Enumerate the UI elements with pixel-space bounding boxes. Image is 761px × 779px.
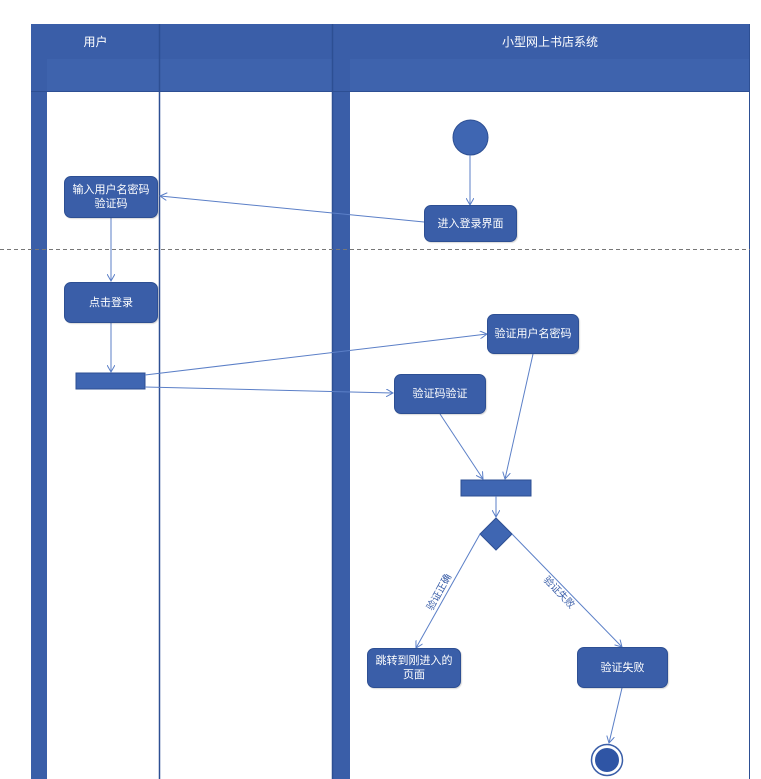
action-label: 验证用户名密码 bbox=[494, 327, 572, 340]
initial-node bbox=[452, 119, 489, 156]
system-lane-bar bbox=[333, 59, 350, 779]
flow-fork-to-verify-user bbox=[144, 334, 487, 376]
decision-node bbox=[479, 517, 513, 551]
swimlane-frame bbox=[31, 24, 750, 779]
action-label: 点击登录 bbox=[89, 295, 133, 309]
lane-title-system: 小型网上书店系统 bbox=[501, 35, 598, 49]
flow-failed-to-final bbox=[609, 687, 623, 743]
flow-decision-failure bbox=[511, 533, 622, 647]
middle-subheader bbox=[160, 59, 332, 92]
system-subheader bbox=[350, 59, 750, 92]
flow-verify-captcha-to-join bbox=[439, 413, 483, 479]
user-lane-bar bbox=[31, 59, 47, 779]
action-label: 进入登录界面 bbox=[437, 216, 504, 230]
control-flows bbox=[111, 155, 622, 743]
join-bar bbox=[460, 479, 532, 497]
action-click-login: 点击登录 bbox=[64, 282, 158, 323]
action-verify-user-password: 验证用户名密码 bbox=[487, 314, 579, 354]
flow-fork-to-verify-captcha bbox=[144, 386, 393, 393]
action-label: 页面 bbox=[403, 668, 425, 681]
action-jump-to-page: 跳转到刚进入的 页面 bbox=[367, 648, 461, 688]
action-enter-login-page: 进入登录界面 bbox=[424, 205, 517, 242]
flow-verify-user-to-join bbox=[505, 353, 534, 479]
fork-bar bbox=[75, 372, 146, 390]
action-verify-failed: 验证失败 bbox=[577, 647, 668, 688]
action-label: 验证码验证 bbox=[412, 387, 468, 400]
action-label: 跳转到刚进入的 bbox=[375, 654, 453, 667]
action-label: 验证码 bbox=[94, 197, 128, 210]
flow-login-page-to-input bbox=[160, 196, 425, 223]
user-subheader bbox=[47, 59, 160, 92]
flow-decision-success bbox=[416, 533, 481, 648]
lane-header-bar bbox=[31, 24, 750, 59]
lane-title-user: 用户 bbox=[83, 35, 108, 49]
action-label: 验证失败 bbox=[600, 660, 645, 674]
action-verify-captcha: 验证码验证 bbox=[394, 374, 486, 414]
final-node bbox=[590, 743, 624, 777]
action-label: 输入用户名密码 bbox=[72, 183, 150, 196]
action-input-credentials: 输入用户名密码 验证码 bbox=[64, 176, 158, 218]
